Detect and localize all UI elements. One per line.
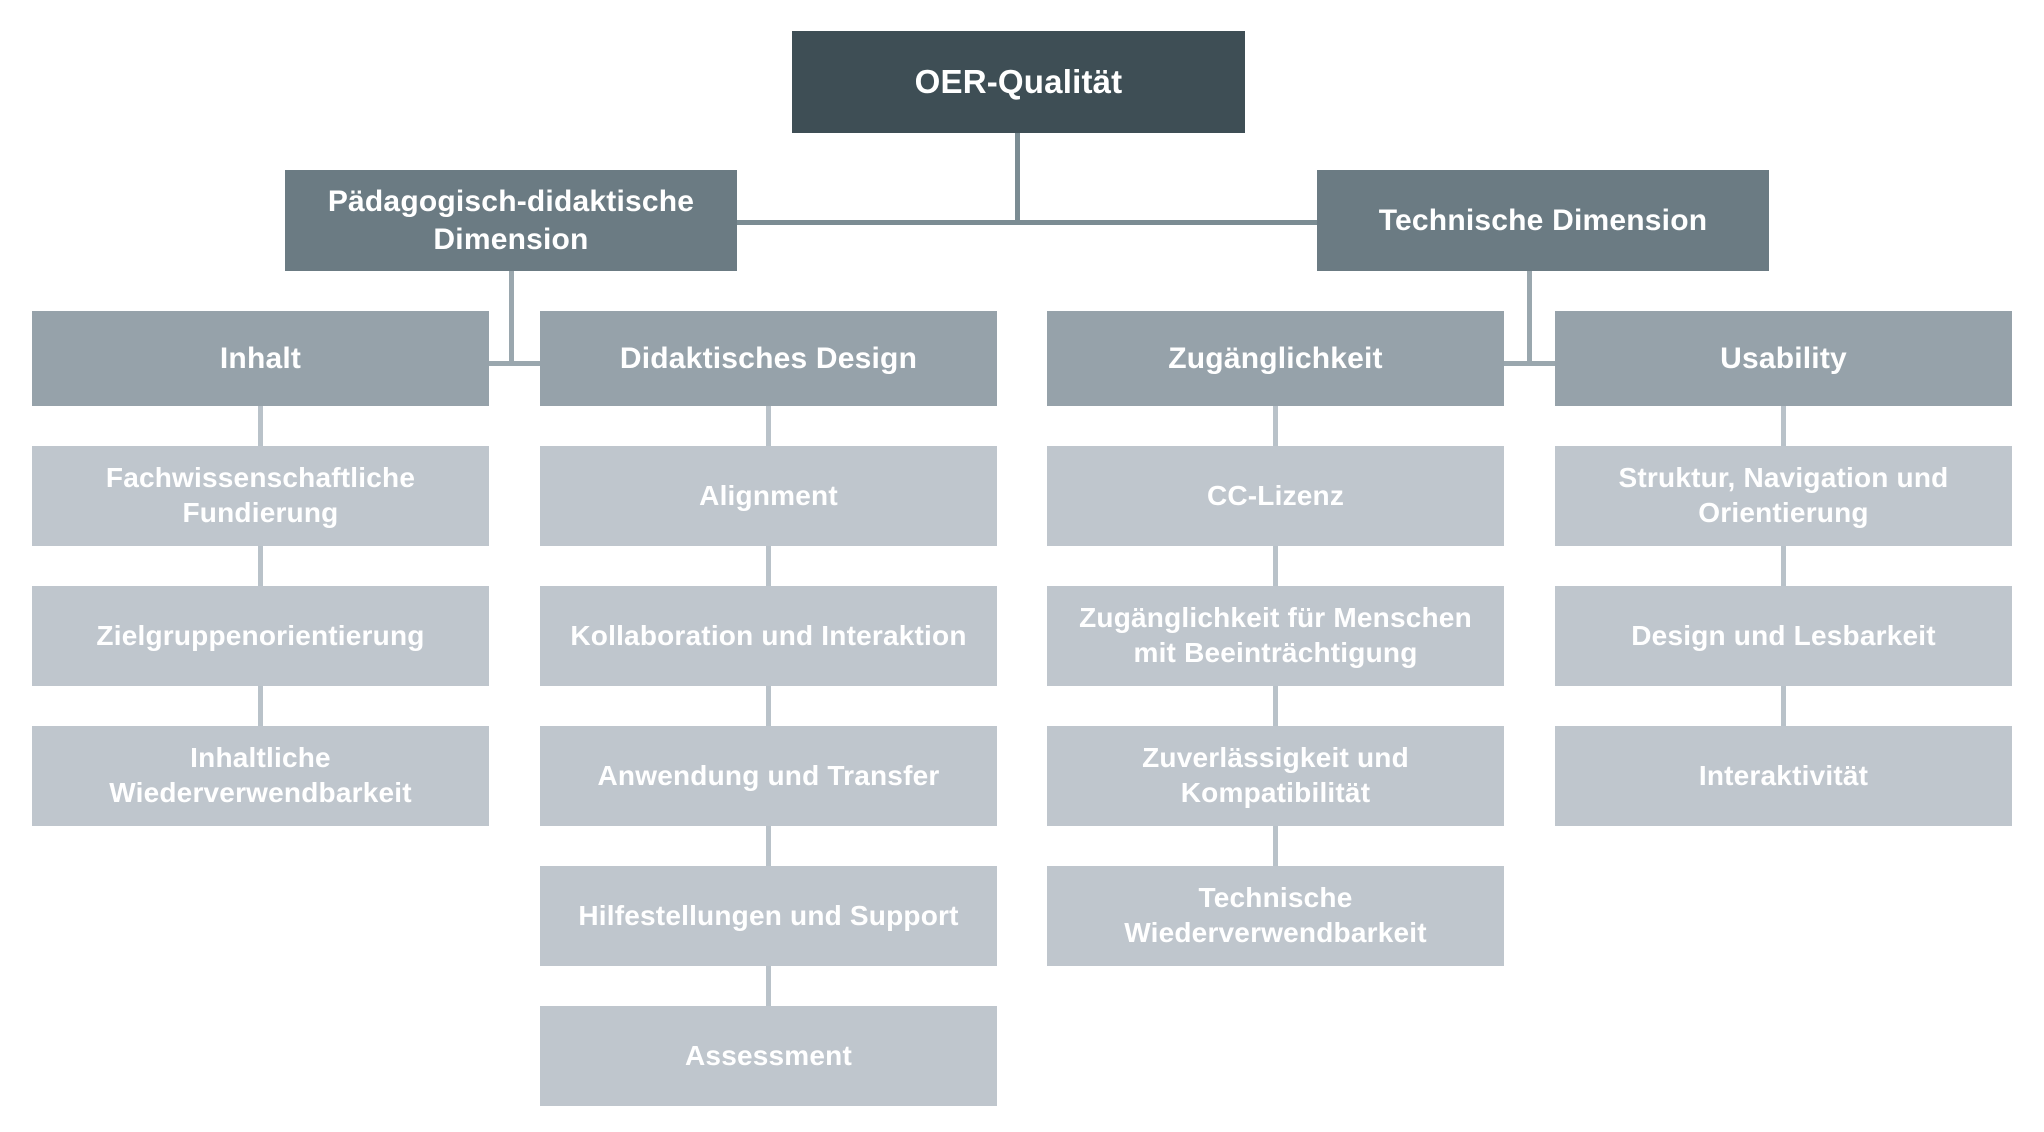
- node-assessment[interactable]: Assessment: [540, 1006, 997, 1106]
- node-label: Hilfestellungen und Support: [578, 899, 959, 931]
- connector-zugaenglichkeit-4: [1273, 826, 1278, 868]
- node-label: CC-Lizenz: [1206, 479, 1345, 511]
- connector-didaktisches-4: [766, 826, 771, 868]
- node-design-und-lesbarkeit[interactable]: Design und Lesbarkeit: [1555, 586, 2012, 686]
- node-didaktisches-design[interactable]: Didaktisches Design: [540, 311, 997, 406]
- node-label: Alignment: [699, 479, 838, 511]
- node-label: Usability: [1720, 341, 1847, 375]
- node-fachwissenschaftliche-fundierung[interactable]: Fachwissenschaftliche Fundierung: [32, 446, 489, 546]
- connector-zugaenglichkeit-3: [1273, 686, 1278, 728]
- node-label: Struktur, Navigation und Orientierung: [1618, 462, 1949, 528]
- connector-didaktisches-2: [766, 546, 771, 588]
- node-label: Interaktivität: [1698, 759, 1869, 791]
- connector-zugaenglichkeit-2: [1273, 546, 1278, 588]
- connector-usability-3: [1781, 686, 1786, 728]
- node-hilfestellungen-und-support[interactable]: Hilfestellungen und Support: [540, 866, 997, 966]
- connector-paedagogisch-down: [509, 271, 514, 365]
- node-paedagogisch-didaktische-dimension[interactable]: Pädagogisch-didaktische Dimension: [285, 170, 737, 271]
- connector-usability-2: [1781, 546, 1786, 588]
- node-label: Inhaltliche Wiederverwendbarkeit: [109, 742, 412, 808]
- node-label: OER-Qualität: [914, 62, 1123, 100]
- connector-didaktisches-1: [766, 405, 771, 447]
- node-zugaenglichkeit-fuer-menschen-mit-beeintraechtigung[interactable]: Zugänglichkeit für Menschen mit Beeinträ…: [1047, 586, 1504, 686]
- node-label: Zugänglichkeit: [1168, 341, 1383, 375]
- node-label: Design und Lesbarkeit: [1631, 619, 1936, 651]
- connector-root-down: [1015, 133, 1020, 224]
- node-struktur-navigation-und-orientierung[interactable]: Struktur, Navigation und Orientierung: [1555, 446, 2012, 546]
- node-alignment[interactable]: Alignment: [540, 446, 997, 546]
- node-label: Zielgruppenorientierung: [96, 619, 425, 651]
- node-oer-qualitaet[interactable]: OER-Qualität: [792, 31, 1245, 133]
- connector-didaktisches-3: [766, 686, 771, 728]
- node-zielgruppenorientierung[interactable]: Zielgruppenorientierung: [32, 586, 489, 686]
- node-label: Fachwissenschaftliche Fundierung: [105, 462, 416, 528]
- connector-didaktisches-5: [766, 966, 771, 1008]
- node-label: Zugänglichkeit für Menschen mit Beeinträ…: [1079, 602, 1472, 668]
- node-label: Inhalt: [219, 341, 302, 375]
- node-technische-dimension[interactable]: Technische Dimension: [1317, 170, 1769, 271]
- node-kollaboration-und-interaktion[interactable]: Kollaboration und Interaktion: [540, 586, 997, 686]
- node-label: Kollaboration und Interaktion: [570, 619, 967, 651]
- node-label: Pädagogisch-didaktische Dimension: [327, 185, 695, 256]
- connector-technische-down: [1527, 208, 1532, 365]
- node-inhaltliche-wiederverwendbarkeit[interactable]: Inhaltliche Wiederverwendbarkeit: [32, 726, 489, 826]
- connector-dimension-bus: [737, 220, 1317, 225]
- connector-inhalt-2: [258, 546, 263, 588]
- node-interaktivitaet[interactable]: Interaktivität: [1555, 726, 2012, 826]
- connector-paedagogisch-bus: [260, 361, 769, 366]
- node-anwendung-und-transfer[interactable]: Anwendung und Transfer: [540, 726, 997, 826]
- node-zugaenglichkeit[interactable]: Zugänglichkeit: [1047, 311, 1504, 406]
- connector-inhalt-1: [258, 405, 263, 447]
- node-label: Zuverlässigkeit und Kompatibilität: [1142, 742, 1409, 808]
- node-inhalt[interactable]: Inhalt: [32, 311, 489, 406]
- node-technische-wiederverwendbarkeit[interactable]: Technische Wiederverwendbarkeit: [1047, 866, 1504, 966]
- connector-inhalt-3: [258, 686, 263, 728]
- node-label: Didaktisches Design: [619, 341, 918, 375]
- node-label: Anwendung und Transfer: [597, 759, 940, 791]
- node-zuverlaessigkeit-und-kompatibilitaet[interactable]: Zuverlässigkeit und Kompatibilität: [1047, 726, 1504, 826]
- node-label: Technische Wiederverwendbarkeit: [1124, 882, 1427, 948]
- connector-usability-1: [1781, 405, 1786, 447]
- node-usability[interactable]: Usability: [1555, 311, 2012, 406]
- node-label: Assessment: [685, 1039, 852, 1071]
- connector-technische-bus: [1275, 361, 1784, 366]
- node-cc-lizenz[interactable]: CC-Lizenz: [1047, 446, 1504, 546]
- node-label: Technische Dimension: [1378, 203, 1708, 237]
- connector-zugaenglichkeit-1: [1273, 405, 1278, 447]
